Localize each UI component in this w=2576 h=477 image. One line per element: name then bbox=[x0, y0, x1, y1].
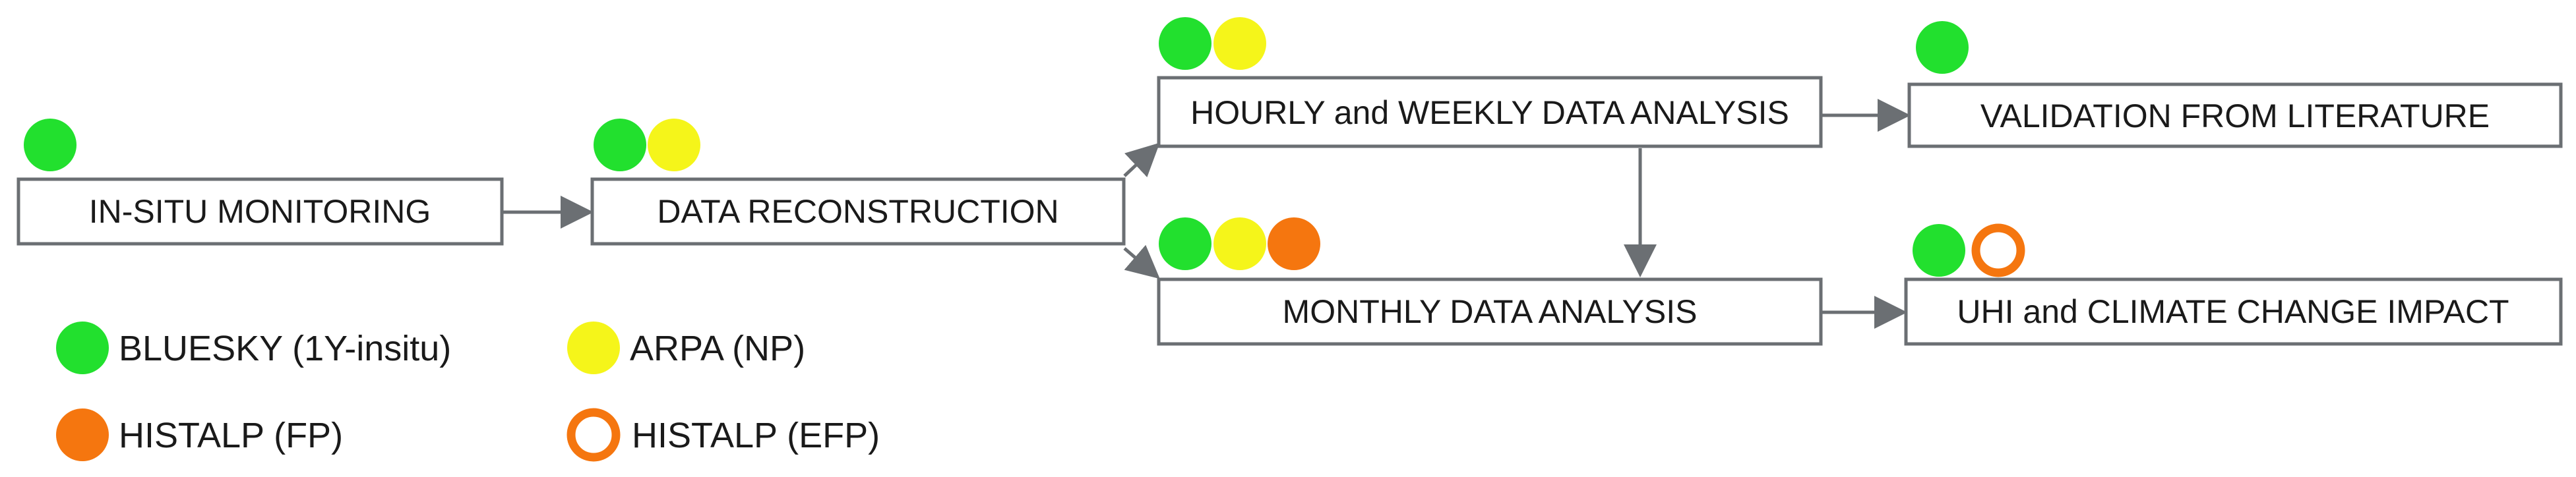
box-reconstruction-label: DATA RECONSTRUCTION bbox=[657, 193, 1058, 230]
legend-label-histalp-efp: HISTALP (EFP) bbox=[632, 416, 880, 455]
arrow-reconstruction-to-hourly bbox=[1123, 142, 1160, 178]
arrow-reconstruction-to-monthly bbox=[1123, 244, 1160, 279]
box-insitu: IN-SITU MONITORING bbox=[16, 177, 504, 246]
box-uhi-label: UHI and CLIMATE CHANGE IMPACT bbox=[1957, 293, 2509, 330]
uhi-green-dot bbox=[1913, 224, 1965, 277]
monthly-orange-dot bbox=[1268, 217, 1320, 270]
box-uhi: UHI and CLIMATE CHANGE IMPACT bbox=[1904, 277, 2563, 346]
monthly-yellow-dot bbox=[1213, 217, 1266, 270]
legend-label-histalp-fp: HISTALP (FP) bbox=[119, 416, 343, 455]
hourly-yellow-dot bbox=[1213, 17, 1266, 70]
indicators bbox=[24, 17, 2025, 277]
legend-marker-orange bbox=[56, 408, 109, 461]
box-monthly-label: MONTHLY DATA ANALYSIS bbox=[1283, 293, 1698, 330]
uhi-orange-ring bbox=[1971, 223, 2025, 277]
box-insitu-label: IN-SITU MONITORING bbox=[89, 193, 431, 230]
box-reconstruction: DATA RECONSTRUCTION bbox=[590, 177, 1126, 246]
insitu-green-dot bbox=[24, 119, 77, 171]
box-hourly-weekly-label: HOURLY and WEEKLY DATA ANALYSIS bbox=[1190, 94, 1789, 131]
monthly-green-dot bbox=[1159, 217, 1211, 270]
legend-label-arpa: ARPA (NP) bbox=[630, 329, 805, 368]
connectors bbox=[503, 99, 1911, 329]
legend-marker-yellow bbox=[567, 322, 620, 374]
validation-green-dot bbox=[1916, 21, 1969, 74]
hourly-green-dot bbox=[1159, 17, 1211, 70]
legend-marker-green bbox=[56, 322, 109, 374]
box-monthly: MONTHLY DATA ANALYSIS bbox=[1157, 277, 1823, 346]
legend-label-bluesky: BLUESKY (1Y-insitu) bbox=[119, 329, 451, 368]
legend: BLUESKY (1Y-insitu) ARPA (NP) HISTALP (F… bbox=[56, 322, 880, 462]
reconstruction-green-dot bbox=[594, 119, 646, 171]
reconstruction-yellow-dot bbox=[648, 119, 700, 171]
box-hourly-weekly: HOURLY and WEEKLY DATA ANALYSIS bbox=[1157, 76, 1823, 148]
box-validation-label: VALIDATION FROM LITERATURE bbox=[1980, 98, 2490, 134]
box-validation: VALIDATION FROM LITERATURE bbox=[1907, 82, 2563, 148]
legend-marker-orange-ring bbox=[567, 408, 621, 462]
